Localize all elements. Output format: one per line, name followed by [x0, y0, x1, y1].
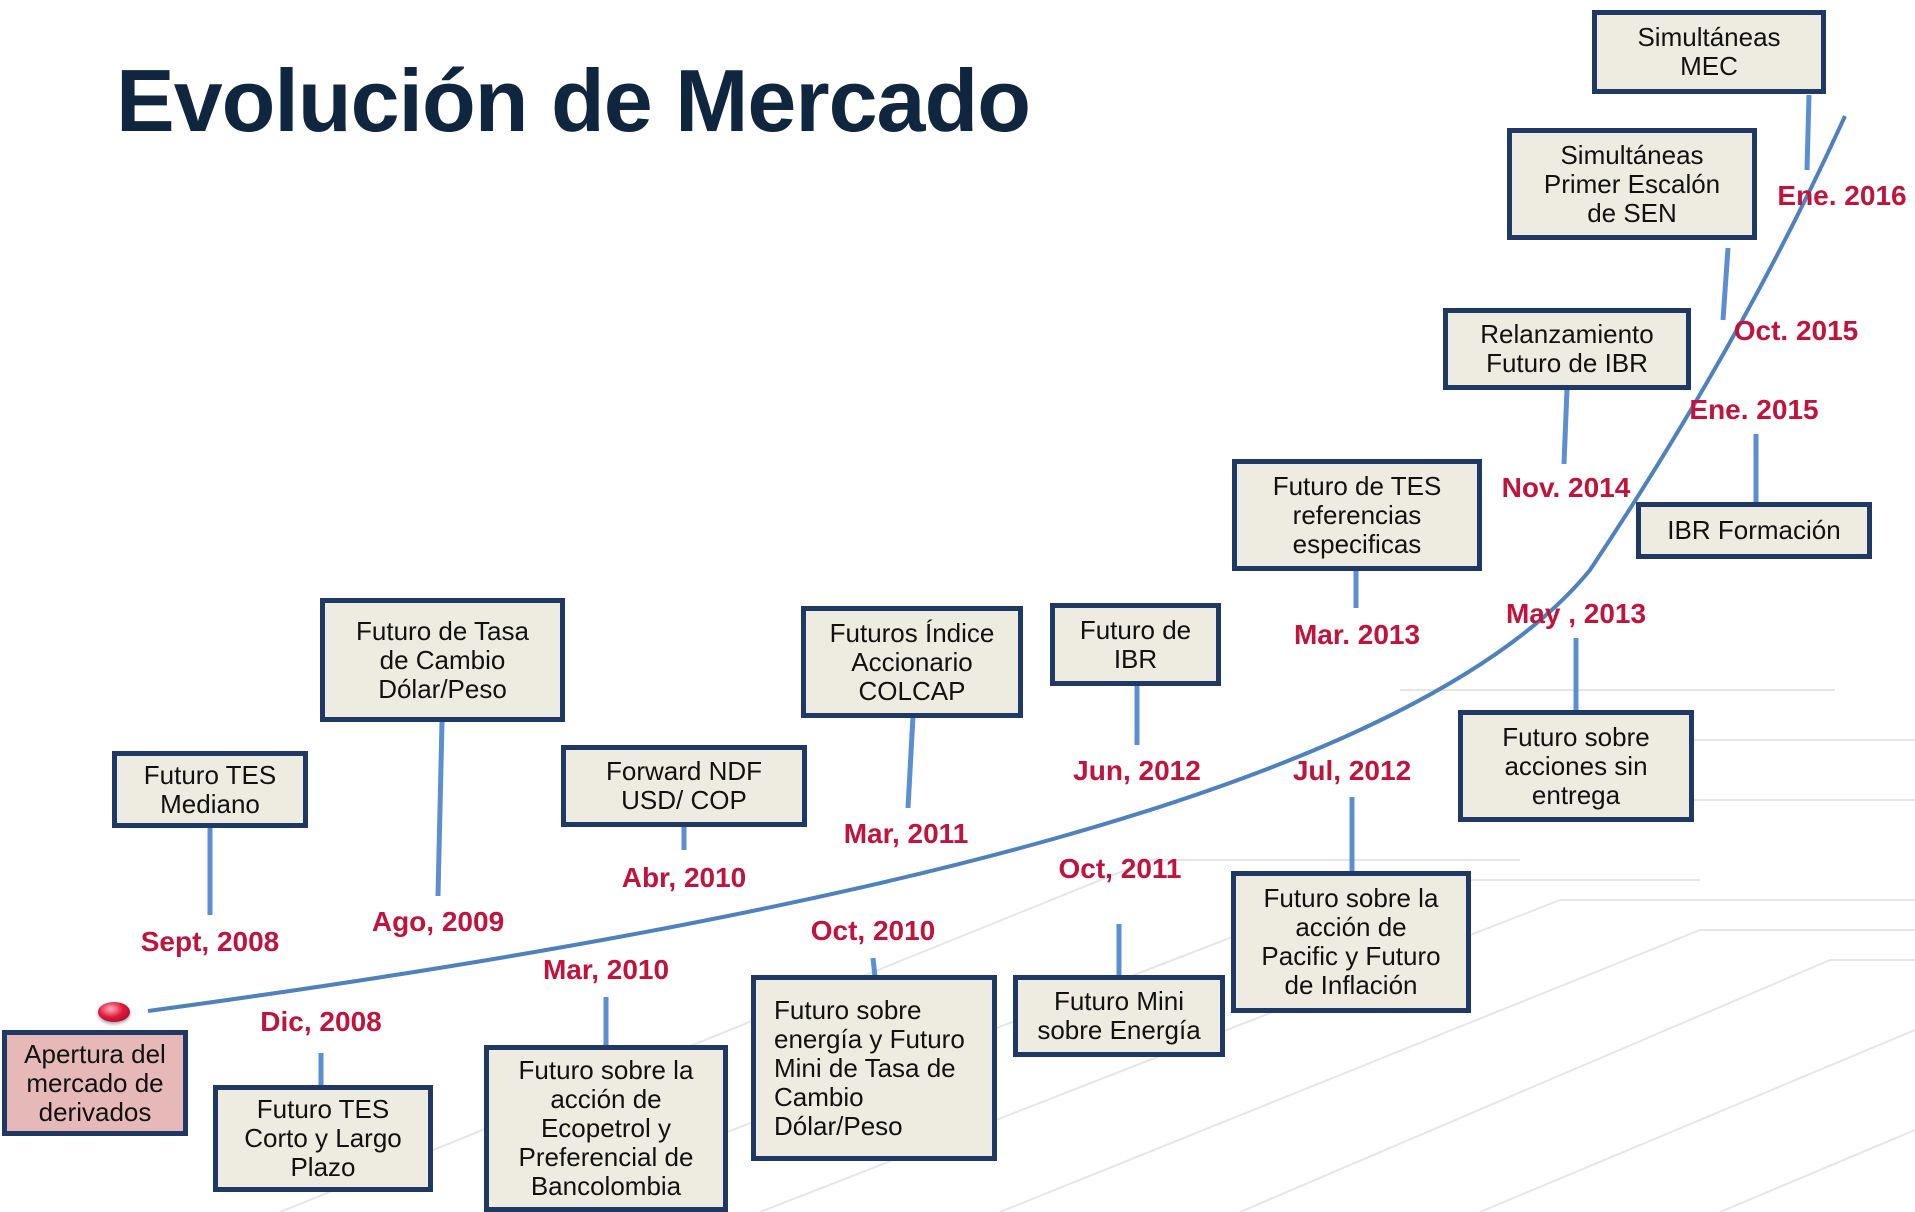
origin-marker	[98, 1002, 130, 1022]
event-label: Futuro sobre la acción de Ecopetrol y Pr…	[518, 1055, 694, 1201]
event-date: Oct. 2015	[1733, 315, 1859, 346]
event-box-energia-mini-tasa: Futuro sobre energía y Futuro Mini de Ta…	[751, 975, 997, 1161]
event-box-tasa-cambio: Futuro de Tasa de Cambio Dólar/Peso	[320, 598, 565, 722]
event-date: Ago, 2009	[371, 906, 505, 937]
event-label: Futuro de IBR	[1079, 614, 1192, 674]
event-date: Mar, 2010	[542, 954, 670, 985]
event-box-simultaneas-sen: Simultáneas Primer Escalón de SEN	[1507, 128, 1757, 240]
event-date: Ene. 2016	[1777, 180, 1907, 211]
event-date: Ene. 2015	[1689, 394, 1819, 425]
origin-label: Apertura del mercado de derivados	[24, 1038, 166, 1127]
event-label: Futuro sobre la acción de Pacific y Futu…	[1261, 883, 1441, 1000]
event-box-tes-corto-largo: Futuro TES Corto y Largo Plazo	[213, 1085, 433, 1192]
growth-curve	[147, 115, 1847, 1013]
event-box-ecopetrol-bancolombia: Futuro sobre la acción de Ecopetrol y Pr…	[484, 1045, 728, 1212]
event-box-forward-ndf: Forward NDF USD/ COP	[561, 745, 807, 827]
event-box-tes-mediano: Futuro TES Mediano	[112, 751, 308, 828]
event-box-futuro-ibr: Futuro de IBR	[1050, 603, 1221, 686]
event-box-relanzamiento-ibr: Relanzamiento Futuro de IBR	[1443, 308, 1691, 390]
event-label: Futuro TES Mediano	[143, 759, 277, 819]
event-label: Futuro de Tasa de Cambio Dólar/Peso	[356, 615, 529, 704]
event-box-tes-referencias: Futuro de TES referencias especificas	[1232, 459, 1482, 571]
event-label: Forward NDF USD/ COP	[605, 756, 762, 815]
event-date: Mar, 2011	[843, 818, 969, 849]
event-date: Mar. 2013	[1293, 619, 1421, 650]
page-title: Evolución de Mercado	[116, 51, 1031, 150]
event-date: Abr, 2010	[621, 862, 747, 893]
event-box-pacific-inflacion: Futuro sobre la acción de Pacific y Futu…	[1231, 871, 1471, 1013]
event-label: Futuro Mini sobre Energía	[1037, 986, 1201, 1045]
event-date: Jul, 2012	[1292, 755, 1412, 786]
event-date: Nov. 2014	[1501, 472, 1631, 503]
event-label: Simultáneas MEC	[1637, 22, 1781, 81]
event-box-simultaneas-mec: Simultáneas MEC	[1592, 10, 1826, 94]
event-date: Sept, 2008	[140, 926, 280, 957]
event-box-acciones-sin-entrega: Futuro sobre acciones sin entrega	[1458, 710, 1694, 822]
event-date: May , 2013	[1505, 598, 1647, 629]
event-label: Relanzamiento Futuro de IBR	[1480, 319, 1654, 378]
event-date: Dic, 2008	[260, 1006, 382, 1037]
event-label: Simultáneas Primer Escalón de SEN	[1543, 139, 1721, 228]
event-date: Oct, 2010	[810, 915, 936, 946]
event-label: Futuro de TES referencias especificas	[1272, 470, 1442, 559]
connector-lines	[207, 94, 1812, 1087]
event-box-colcap: Futuros Índice Accionario COLCAP	[801, 606, 1023, 718]
event-label: Futuros Índice Accionario COLCAP	[829, 617, 995, 706]
event-date: Oct, 2011	[1058, 853, 1182, 884]
event-date: Jun, 2012	[1073, 755, 1201, 786]
origin-box: Apertura del mercado de derivados	[2, 1030, 188, 1136]
event-label: Futuro sobre acciones sin entrega	[1502, 721, 1650, 810]
event-label: Futuro sobre energía y Futuro Mini de Ta…	[774, 994, 965, 1141]
event-label: IBR Formación	[1667, 515, 1841, 545]
event-box-mini-energia: Futuro Mini sobre Energía	[1013, 975, 1225, 1057]
event-box-ibr-formacion: IBR Formación	[1636, 502, 1872, 559]
event-label: Futuro TES Corto y Largo Plazo	[244, 1094, 402, 1182]
